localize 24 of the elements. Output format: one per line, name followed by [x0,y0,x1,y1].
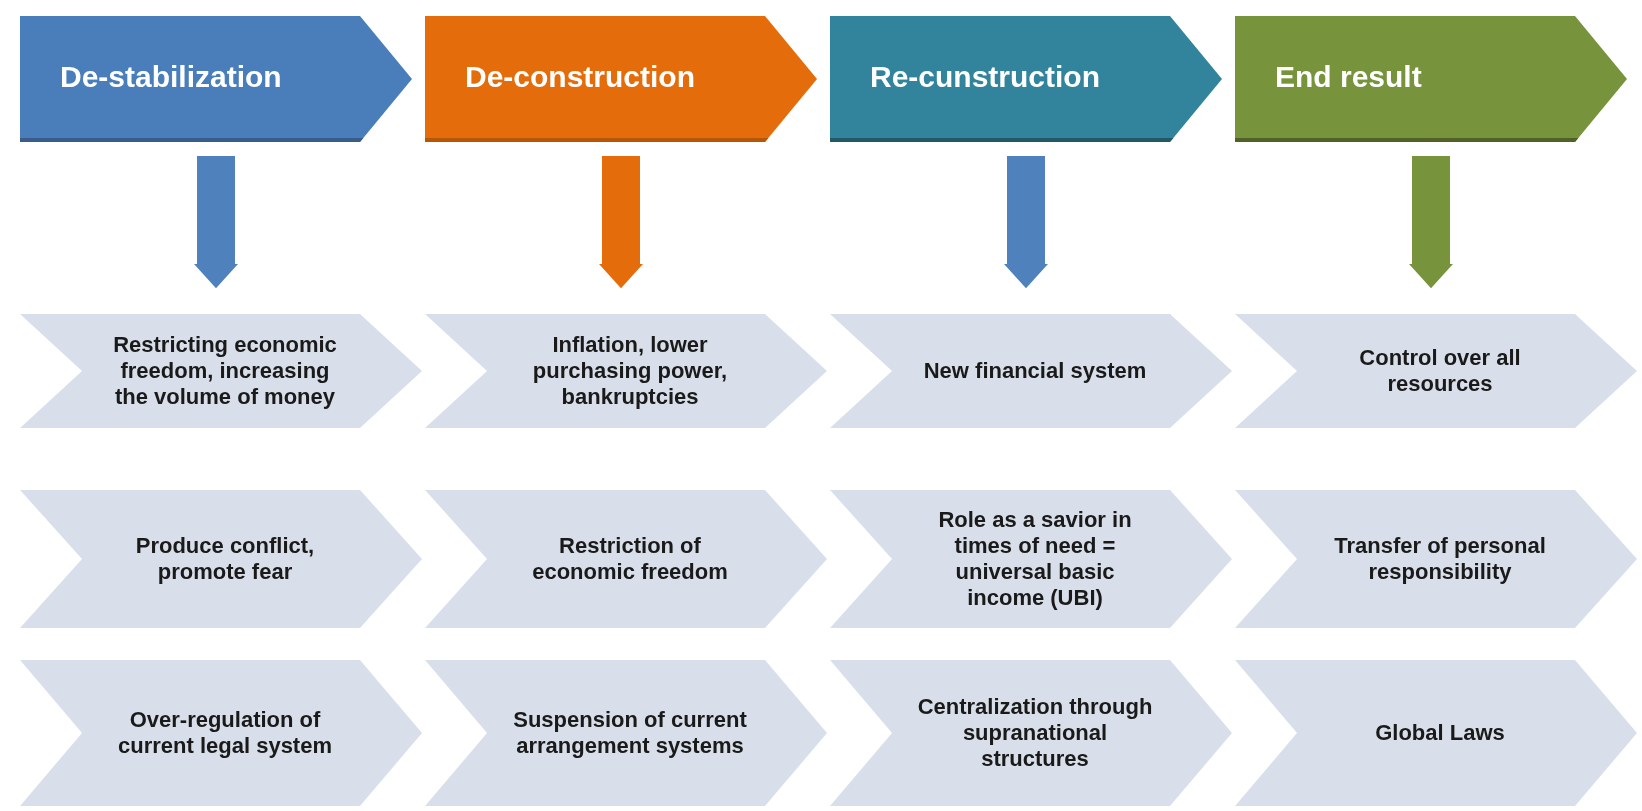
phase-title: De-construction [465,59,695,96]
step-text: Global Laws [1375,720,1505,746]
step-text: Control over all resources [1358,345,1522,397]
step-text: Suspension of current arrangement systems [512,707,748,759]
phase-banner [1235,16,1627,142]
step-text: Inflation, lower purchasing power, bankruptcies [531,332,729,410]
down-arrow [1004,156,1048,289]
phase-banner [425,16,817,142]
step-text: Over-regulation of current legal system [117,707,333,759]
step-text: Role as a savior in times of need = universal basic income (UBI) [937,507,1133,611]
step-text: Restriction of economic freedom [531,533,729,585]
phase-title: End result [1275,59,1422,96]
down-arrow [194,156,238,289]
phase-banner [830,16,1222,142]
step-text: Centralization through supranational structures [916,694,1154,772]
down-arrow [599,156,643,289]
phase-banner [20,16,412,142]
step-text: New financial system [923,358,1147,384]
phase-title: De-stabilization [60,59,282,96]
step-text: Restricting economic freedom, increasing the volume of money [112,332,338,410]
step-text: Produce conflict, promote fear [134,533,316,585]
phase-title: Re-cunstruction [870,59,1100,96]
down-arrow [1409,156,1453,289]
step-text: Transfer of personal responsibility [1333,533,1547,585]
